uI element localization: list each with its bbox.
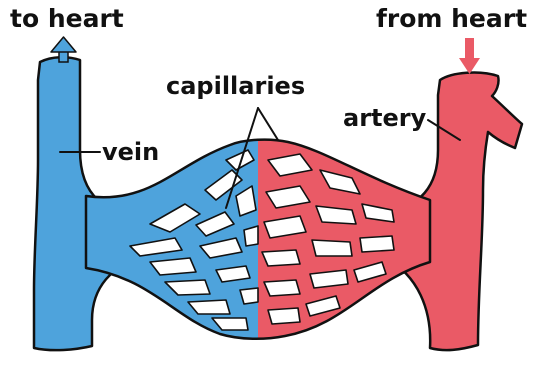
capillary-network: [86, 140, 430, 339]
capillaries-pointer-2: [258, 108, 278, 140]
vein-label: vein: [102, 138, 159, 166]
down-arrow-icon: [459, 38, 480, 74]
to-heart-label: to heart: [10, 4, 124, 33]
artery-label: artery: [343, 104, 427, 132]
from-heart-label: from heart: [376, 4, 527, 33]
capillaries-label: capillaries: [166, 72, 305, 100]
